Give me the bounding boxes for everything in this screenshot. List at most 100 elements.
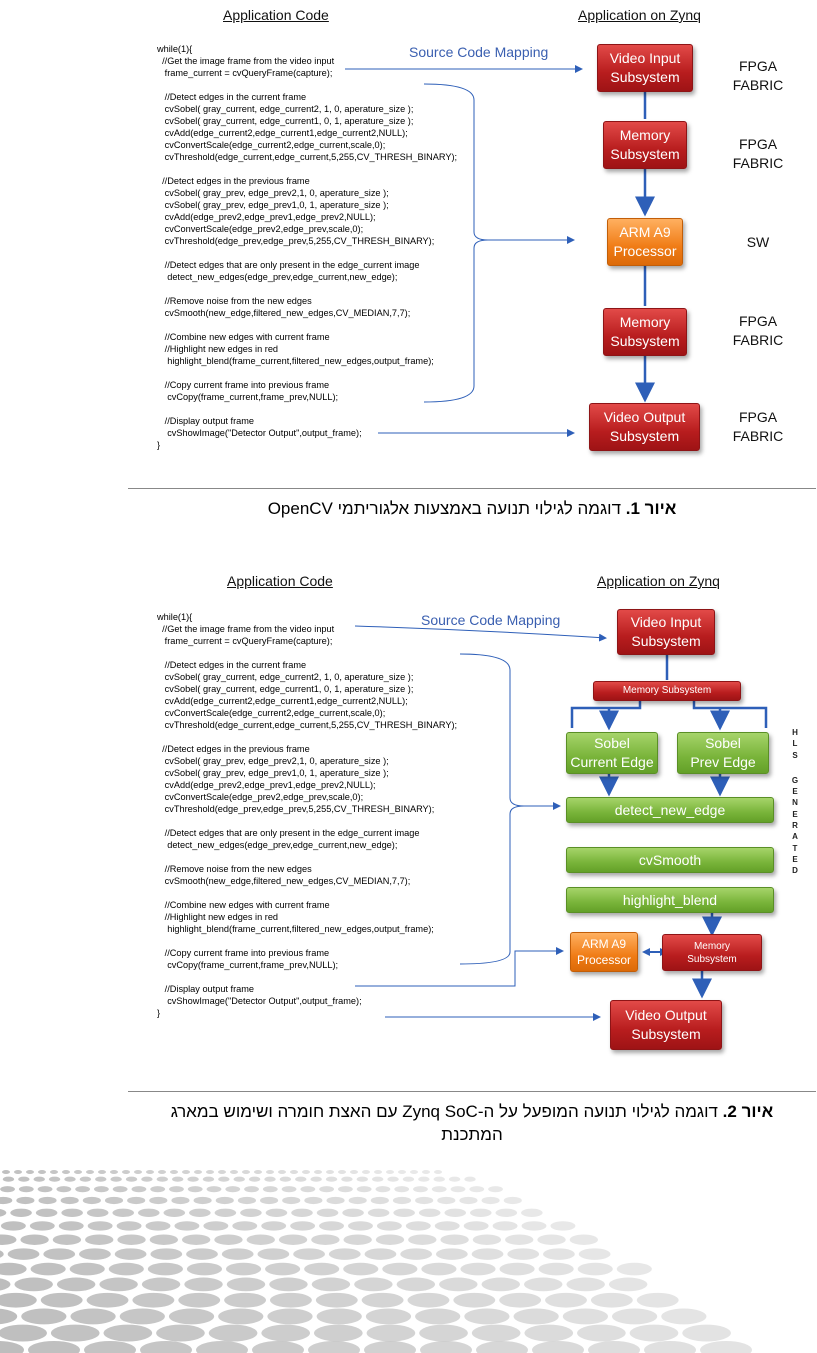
decorative-dot	[75, 1186, 91, 1193]
figure-2: Application Code Application on Zynq Sou…	[0, 568, 817, 1168]
code-line: cvAdd(edge_current2,edge_current1,edge_c…	[157, 128, 408, 138]
decorative-dot	[50, 1324, 100, 1342]
decorative-dot	[149, 1234, 179, 1245]
fig2-right-title: Application on Zynq	[597, 573, 720, 589]
code-line: highlight_blend(frame_current,filtered_n…	[157, 924, 434, 934]
code-line: cvConvertScale(edge_prev2,edge_prev,scal…	[157, 792, 364, 802]
decorative-dot	[264, 1176, 276, 1182]
decorative-dot	[58, 1221, 84, 1231]
decorative-dot	[310, 1176, 322, 1182]
decorative-dot	[282, 1196, 301, 1205]
decorative-dot	[82, 1196, 101, 1205]
decorative-dot	[262, 1186, 278, 1193]
decorative-dot	[304, 1262, 340, 1276]
decorative-dot	[28, 1341, 80, 1353]
decorative-dot	[171, 1196, 190, 1205]
decorative-dot	[415, 1196, 434, 1205]
decorative-dot	[261, 1324, 311, 1342]
decorative-dot	[415, 1308, 461, 1325]
fig1-divider	[128, 488, 816, 489]
decorative-dot	[248, 1176, 261, 1182]
decorative-dot	[348, 1196, 367, 1205]
decorative-dot	[291, 1208, 313, 1217]
decorative-dot	[413, 1186, 428, 1193]
decorative-dot	[578, 1248, 611, 1260]
decorative-dot	[246, 1234, 275, 1245]
decorative-dot	[279, 1176, 292, 1182]
decorative-dot	[60, 1196, 79, 1205]
decorative-dot	[492, 1221, 518, 1231]
decorative-dot	[507, 1248, 540, 1260]
decorative-dot	[257, 1248, 290, 1260]
decorative-dot	[464, 1176, 476, 1182]
decorative-dot	[481, 1277, 520, 1292]
decorative-dot	[56, 1186, 72, 1193]
code-line: cvShowImage("Detector Output",output_fra…	[157, 428, 362, 438]
code-line: cvAdd(edge_prev2,edge_prev1,edge_prev2,N…	[157, 780, 376, 790]
decorative-dot	[52, 1234, 82, 1245]
code-line: frame_current = cvQueryFrame(capture);	[157, 636, 333, 646]
decorative-dot	[141, 1176, 153, 1182]
code-line: //Display output frame	[157, 416, 255, 426]
decorative-dot	[7, 1248, 40, 1260]
fig2-detect-new-edge-box: detect_new_edge	[566, 797, 774, 823]
fig2-flow-mem-arm-heads	[642, 948, 668, 956]
decorative-dot	[453, 1292, 496, 1308]
decorative-dot	[30, 1262, 66, 1276]
decorative-dot	[338, 1186, 353, 1193]
decorative-dot	[505, 1234, 534, 1245]
decorative-dot	[95, 1176, 107, 1182]
decorative-dot	[481, 1196, 500, 1205]
decorative-dot	[421, 1262, 457, 1276]
decorative-dot	[434, 1221, 460, 1231]
decorative-dot	[240, 1208, 262, 1217]
decorative-dot	[104, 1196, 124, 1205]
decorative-dot	[170, 1170, 178, 1174]
decorative-dot	[440, 1234, 469, 1245]
fig2-flow-split-right	[692, 701, 768, 728]
decorative-dot	[61, 1208, 83, 1217]
decorative-dot	[56, 1277, 96, 1292]
fig1-caption: איור 1. דוגמה לגילוי תנועה באמצעות אלגור…	[267, 499, 677, 518]
fig1-memory-box-1: Memory Subsystem	[603, 121, 687, 169]
decorative-dot	[308, 1341, 360, 1353]
decorative-dot	[146, 1170, 154, 1174]
decorative-dot	[420, 1341, 472, 1353]
decorative-dot	[588, 1341, 640, 1353]
decorative-dot	[168, 1308, 215, 1325]
decorative-dot	[532, 1341, 584, 1353]
decorative-dot	[471, 1248, 504, 1260]
decorative-dot	[0, 1250, 4, 1258]
fig2-arrow-input-map	[354, 625, 607, 642]
decorative-dot	[521, 1208, 543, 1217]
decorative-dot	[495, 1208, 518, 1217]
decorative-dot	[252, 1341, 304, 1353]
decorative-dot	[172, 1176, 184, 1182]
decorative-dot	[99, 1277, 138, 1292]
decorative-dot	[436, 1248, 468, 1260]
decorative-dot	[218, 1170, 226, 1174]
decorative-dot	[94, 1186, 109, 1193]
decorative-dot	[182, 1170, 190, 1174]
decorative-dot	[79, 1176, 92, 1182]
code-line: //Get the image frame from the video inp…	[157, 56, 335, 66]
code-line: detect_new_edges(edge_prev,edge_current,…	[157, 840, 398, 850]
decorative-dot	[382, 1262, 418, 1276]
decorative-dot	[38, 1196, 57, 1205]
decorative-dot	[269, 1277, 308, 1292]
decorative-dot	[119, 1308, 165, 1325]
fig2-divider	[128, 1091, 816, 1092]
decorative-dot	[194, 1170, 202, 1174]
decorative-dot	[392, 1196, 412, 1205]
decorative-dot	[112, 1186, 128, 1193]
decorative-dot	[125, 1176, 138, 1182]
decorative-dot	[569, 1234, 598, 1245]
decorative-dot	[375, 1234, 405, 1245]
decorative-dot	[338, 1170, 346, 1174]
decorative-dot	[295, 1176, 307, 1182]
decorative-dot	[0, 1196, 13, 1205]
code-line: cvSobel( gray_current, edge_current2, 1,…	[157, 104, 414, 114]
code-line: //Combine new edges with current frame	[157, 332, 330, 342]
decorative-dot	[260, 1196, 279, 1205]
